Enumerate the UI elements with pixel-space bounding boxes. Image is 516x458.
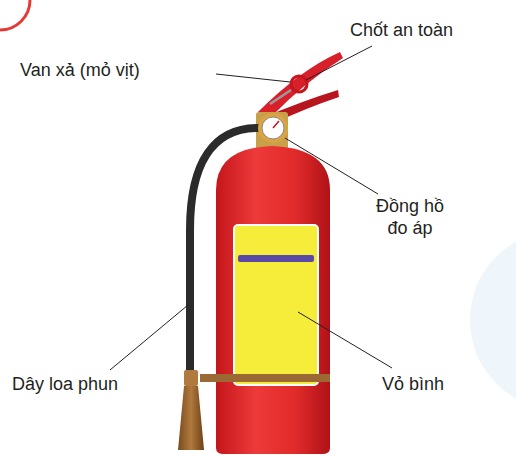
pressure-gauge-rim bbox=[258, 113, 288, 143]
part-label: Chốt an toàn bbox=[350, 20, 453, 42]
part-label: Đồng hồ đo áp bbox=[368, 196, 452, 239]
part-label: Van xả (mỏ vịt) bbox=[20, 60, 140, 82]
leader-line bbox=[285, 138, 378, 194]
leader-line bbox=[298, 312, 392, 368]
yellow-label-panel bbox=[234, 225, 318, 385]
gauge-needle bbox=[273, 121, 279, 128]
pressure-gauge-face bbox=[262, 117, 284, 139]
body-band bbox=[200, 374, 330, 382]
safety-pin-ring bbox=[291, 76, 307, 92]
part-label: Vỏ bình bbox=[382, 374, 444, 396]
purple-stripe bbox=[238, 255, 314, 262]
safety-pin bbox=[270, 90, 291, 104]
leader-line bbox=[216, 74, 290, 82]
cylinder-body bbox=[216, 146, 330, 454]
hose-clip bbox=[184, 370, 198, 386]
nozzle bbox=[178, 386, 204, 450]
part-label: Dây loa phun bbox=[12, 374, 118, 396]
background-circle bbox=[470, 230, 516, 410]
leader-line bbox=[110, 305, 188, 370]
corner-arc bbox=[0, 0, 30, 30]
leader-line bbox=[306, 46, 372, 80]
